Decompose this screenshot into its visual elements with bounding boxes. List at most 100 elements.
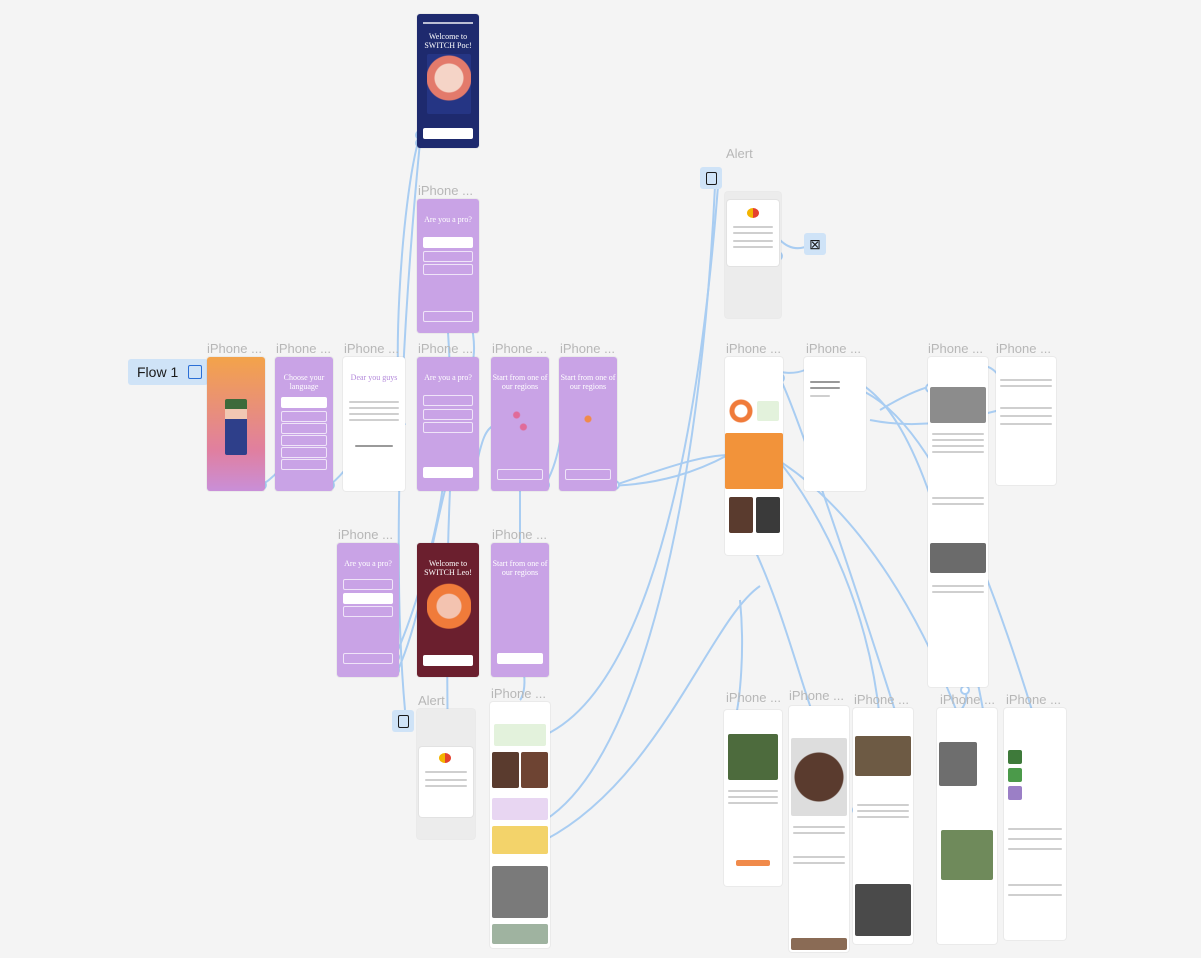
option-1[interactable] [423, 395, 473, 406]
article-image [930, 387, 986, 423]
screen-title: Are you a pro? [424, 373, 472, 382]
dish-detail-screen[interactable] [789, 706, 849, 952]
person-illustration [225, 399, 247, 455]
option-chef[interactable] [423, 237, 473, 248]
dish-image [521, 752, 548, 788]
language-option[interactable] [281, 423, 327, 434]
home-screen[interactable] [725, 357, 783, 555]
language-option[interactable] [281, 447, 327, 458]
avatar-row [791, 938, 847, 950]
option-1[interactable] [343, 579, 393, 590]
are-you-pro-screen[interactable]: Are you a pro? [417, 357, 479, 491]
chef-profile-screen[interactable] [724, 710, 782, 886]
list-thumb [1008, 768, 1022, 782]
intro-screen[interactable] [207, 357, 265, 491]
article-screen[interactable] [928, 357, 988, 687]
region-map [571, 399, 605, 439]
frame-label: iPhone ... [276, 341, 331, 356]
region-button[interactable] [565, 469, 611, 480]
frame-label: iPhone ... [1006, 692, 1061, 707]
settings-screen[interactable] [996, 357, 1056, 485]
frame-label: Alert [726, 146, 753, 161]
language-option[interactable] [281, 411, 327, 422]
frame-label: iPhone ... [491, 686, 546, 701]
welcome-leo-screen[interactable]: Welcome to SWITCH Leo! [417, 543, 479, 677]
option-3[interactable] [343, 606, 393, 617]
chart-card [494, 724, 546, 746]
featured-card [725, 433, 783, 489]
frame-label: iPhone ... [726, 341, 781, 356]
dish-image [729, 497, 753, 533]
region-screen-1[interactable]: Start from one of our regions [491, 357, 549, 491]
logo-icon [439, 753, 451, 763]
language-screen[interactable]: Choose your language [275, 357, 333, 491]
alert-dialog [419, 747, 473, 817]
people-image [855, 884, 911, 936]
list-thumb [1008, 750, 1022, 764]
close-overlay-icon[interactable]: ⊠ [804, 233, 826, 255]
community-screen[interactable] [937, 708, 997, 944]
dish-image [756, 497, 780, 533]
frame-label: iPhone ... [492, 341, 547, 356]
restaurant-image [855, 736, 911, 776]
list-thumb [1008, 786, 1022, 800]
screen-title: Start from one of our regions [492, 373, 548, 391]
flow-label: Flow 1 [137, 364, 179, 380]
chef-illustration [427, 581, 471, 637]
frame-label: iPhone ... [560, 341, 615, 356]
screen-title: Start from one of our regions [492, 559, 548, 577]
alert-overlay-screen-bottom[interactable] [417, 709, 475, 839]
option-3[interactable] [423, 264, 473, 275]
people-image [492, 866, 548, 918]
alert-overlay-screen[interactable] [725, 192, 781, 318]
prototype-overlay-icon[interactable] [700, 167, 722, 189]
home-screen-alt[interactable] [490, 702, 550, 948]
restaurant-screen[interactable] [853, 708, 913, 944]
option-2[interactable] [423, 409, 473, 420]
frame-label: iPhone ... [940, 692, 995, 707]
are-you-pro-screen-top[interactable]: Are you a pro? [417, 199, 479, 333]
progress-bar [423, 22, 473, 24]
chef-image [728, 734, 778, 780]
option-3[interactable] [423, 422, 473, 433]
flow-start-tag[interactable]: Flow 1 [128, 359, 208, 385]
language-option[interactable] [281, 435, 327, 446]
region-button[interactable] [497, 469, 543, 480]
continue-button[interactable] [423, 311, 473, 322]
continue-button[interactable] [343, 653, 393, 664]
welcome-poc-screen[interactable]: Welcome to SWITCH Poc! [417, 14, 479, 148]
frame-label: iPhone ... [928, 341, 983, 356]
language-option[interactable] [281, 459, 327, 470]
dish-image [492, 752, 519, 788]
region-button[interactable] [497, 653, 543, 664]
are-you-pro-screen-alt[interactable]: Are you a pro? [337, 543, 399, 677]
region-map [503, 399, 537, 439]
list-screen[interactable] [1004, 708, 1066, 940]
continue-button[interactable] [423, 467, 473, 478]
intro-text-screen[interactable]: Dear you guys [343, 357, 405, 491]
screen-title: Are you a pro? [344, 559, 392, 568]
create-profile-button[interactable] [423, 655, 473, 666]
play-frame-icon [188, 365, 203, 379]
chef-illustration [427, 54, 471, 114]
frame-label: iPhone ... [418, 183, 473, 198]
people-image [939, 742, 977, 786]
region-screen-3[interactable]: Start from one of our regions [491, 543, 549, 677]
screen-title: Start from one of our regions [560, 373, 616, 391]
region-screen-2[interactable]: Start from one of our regions [559, 357, 617, 491]
about-screen[interactable] [804, 357, 866, 491]
language-option-english[interactable] [281, 397, 327, 408]
progress-ring [729, 399, 753, 423]
progress-card [492, 798, 548, 820]
option-selected[interactable] [343, 593, 393, 604]
create-profile-button[interactable] [423, 128, 473, 139]
cta-card [492, 826, 548, 854]
article-image [930, 543, 986, 573]
action-button[interactable] [736, 860, 770, 866]
frame-label: iPhone ... [854, 692, 909, 707]
logo-icon [747, 208, 759, 218]
frame-label: iPhone ... [207, 341, 262, 356]
frame-label: iPhone ... [726, 690, 781, 705]
prototype-overlay-icon[interactable] [392, 710, 414, 732]
option-2[interactable] [423, 251, 473, 262]
